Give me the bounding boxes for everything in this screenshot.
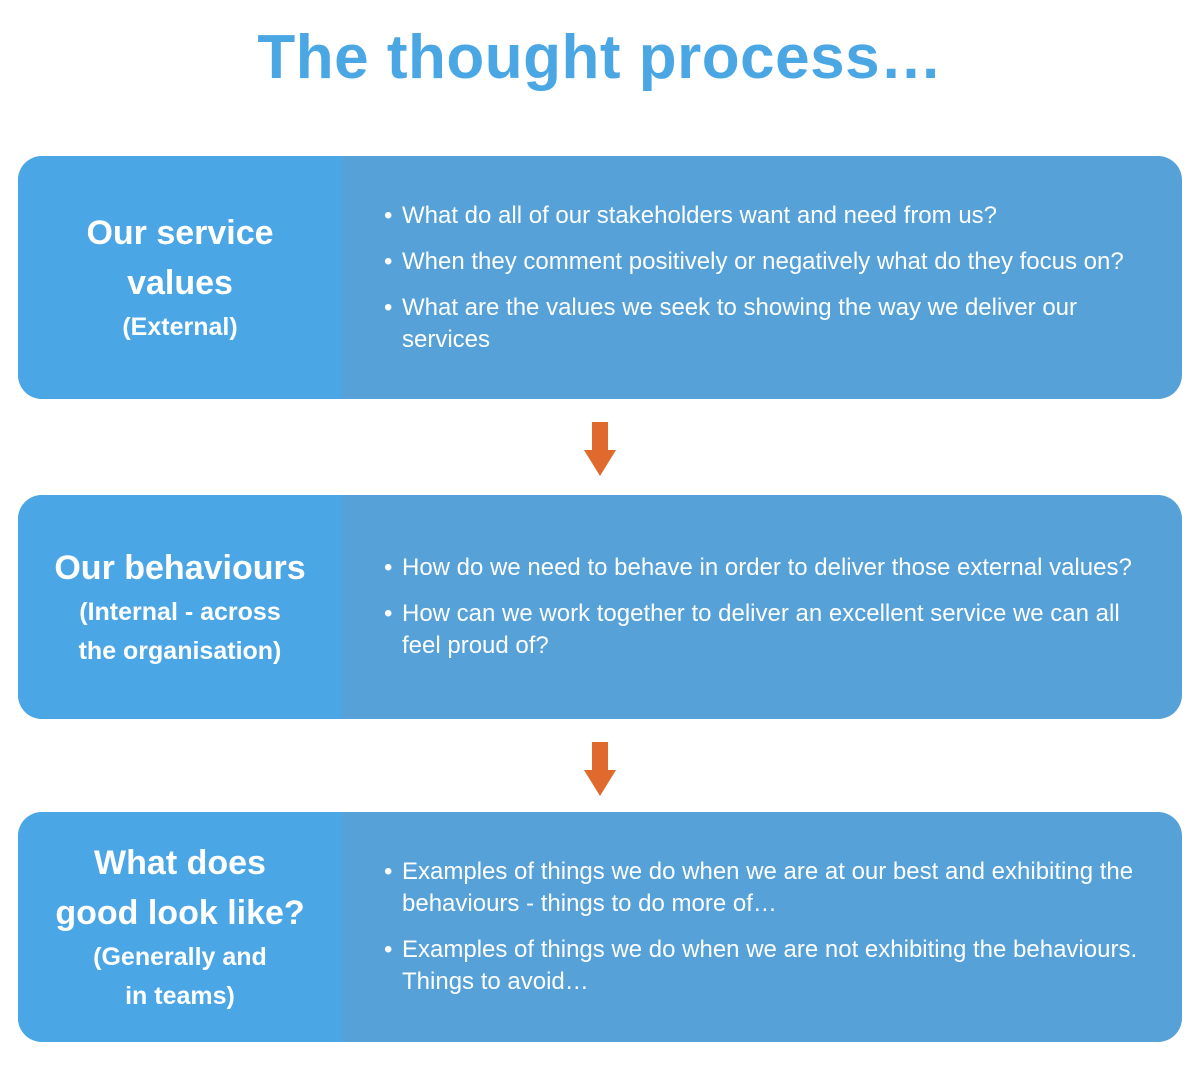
bullet-text: How can we work together to deliver an e… [402, 600, 1120, 659]
card-subheading-line: (Internal - across [79, 598, 281, 626]
card-bullet-list: • How do we need to behave in order to d… [342, 495, 1182, 719]
down-arrow-icon [584, 422, 616, 476]
bullet-text: What do all of our stakeholders want and… [402, 201, 998, 229]
page-title: The thought process… [257, 23, 943, 92]
service-values-card: Our service values (External) • What do … [18, 156, 1182, 399]
card-label-panel: Our service values (External) [18, 156, 342, 399]
card-label-panel: Our behaviours (Internal - across the or… [18, 495, 342, 719]
bullet-item: • When they comment positively or negati… [384, 246, 1152, 278]
bullet-dot: • [384, 858, 393, 885]
bullet-text: What are the values we seek to showing t… [402, 293, 1078, 353]
behaviours-card: Our behaviours (Internal - across the or… [18, 495, 1182, 719]
what-good-looks-like-card: What does good look like? (Generally and… [18, 812, 1182, 1042]
card-subheading-line: in teams) [125, 982, 235, 1010]
card-bullet-list: • What do all of our stakeholders want a… [342, 156, 1182, 399]
bullet-text: Examples of things we do when we are not… [402, 936, 1138, 995]
bullet-item: • How can we work together to deliver an… [384, 598, 1152, 662]
bullet-item: • What are the values we seek to showing… [384, 292, 1152, 356]
card-heading-line: good look like? [55, 894, 305, 932]
card-subheading-line: (External) [122, 313, 238, 341]
bullet-text: Examples of things we do when we are at … [402, 858, 1134, 917]
bullet-dot: • [384, 554, 393, 581]
card-heading-line: What does [94, 844, 266, 882]
bullet-item: • Examples of things we do when we are a… [384, 856, 1152, 920]
bullet-text: How do we need to behave in order to del… [402, 554, 1132, 581]
card-heading-line: values [127, 264, 233, 302]
bullet-dot: • [384, 201, 393, 229]
card-subheading-line: (Generally and [93, 943, 267, 971]
bullet-dot: • [384, 247, 393, 275]
bullet-dot: • [384, 600, 393, 627]
bullet-item: • Examples of things we do when we are n… [384, 934, 1152, 998]
bullet-item: • What do all of our stakeholders want a… [384, 200, 1152, 232]
bullet-dot: • [384, 936, 393, 963]
bullet-text: When they comment positively or negative… [402, 247, 1124, 275]
down-arrow-icon [584, 742, 616, 796]
card-subheading-line: the organisation) [78, 637, 282, 665]
card-bullet-list: • Examples of things we do when we are a… [342, 812, 1182, 1042]
card-label-panel: What does good look like? (Generally and… [18, 812, 342, 1042]
card-heading-line: Our behaviours [54, 549, 306, 587]
card-heading-line: Our service [86, 214, 274, 252]
bullet-item: • How do we need to behave in order to d… [384, 552, 1152, 584]
bullet-dot: • [384, 293, 393, 321]
